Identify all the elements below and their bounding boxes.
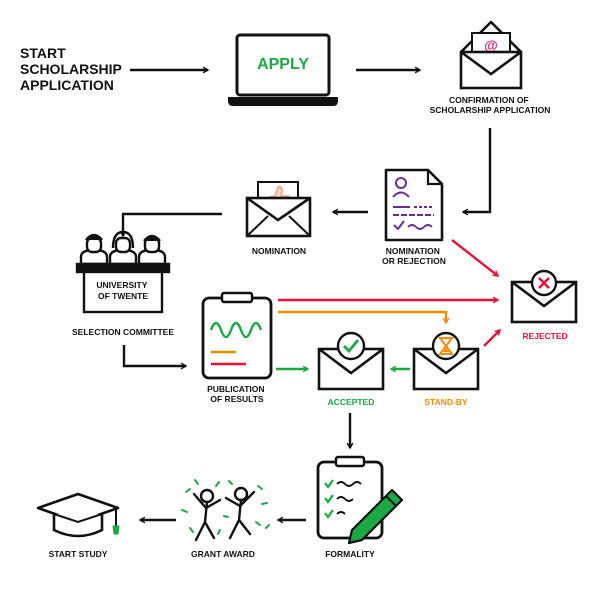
committee-sign: UNIVERSITY OF TWENTE [96, 280, 149, 301]
arrow-standby-to-rejected [483, 330, 500, 347]
nomination-or-rejection-label: NOMINATION OR REJECTION [382, 246, 446, 266]
start-label-line-1: START [20, 45, 66, 61]
accepted-envelope-icon [317, 331, 385, 391]
publication-label: PUBLICATION OF RESULTS [207, 384, 267, 404]
committee-icon [75, 230, 171, 314]
grant-award-label: GRANT AWARD [191, 549, 255, 559]
rejected-envelope-icon [510, 269, 578, 324]
laptop-icon: APPLY [228, 33, 338, 106]
selection-committee-label: SELECTION COMMITTEE [72, 327, 174, 337]
nomination-or-rejection-line-1: NOMINATION [386, 246, 440, 256]
start-label-line-3: APPLICATION [20, 77, 114, 93]
arrow-nomination-to-committee [123, 212, 222, 236]
arrow-publication-to-standby [278, 310, 446, 323]
graduation-cap-icon [36, 492, 120, 538]
confirmation-label-line-1: CONFIRMATION OF [449, 95, 529, 105]
publication-label-line-1: PUBLICATION [207, 384, 264, 394]
apply-label: APPLY [257, 56, 309, 73]
start-label: START SCHOLARSHIP APPLICATION [20, 45, 126, 93]
document-icon [384, 168, 444, 242]
rejected-label: REJECTED [522, 331, 567, 341]
confirmation-label: CONFIRMATION OF SCHOLARSHIP APPLICATION [430, 95, 551, 115]
confirmation-label-line-2: SCHOLARSHIP APPLICATION [430, 105, 551, 115]
at-sign-icon: @ [484, 37, 498, 53]
connectors [123, 70, 500, 520]
arrow-committee-to-publication [122, 345, 186, 366]
start-label-line-2: SCHOLARSHIP [20, 61, 122, 77]
committee-sign-line-1: UNIVERSITY [96, 280, 147, 290]
standby-envelope-icon [412, 331, 480, 391]
nomination-label: NOMINATION [252, 246, 306, 256]
celebration-icon [181, 479, 270, 542]
arrow-confirmation-to-nomination-or-rejection [463, 128, 492, 212]
publication-label-line-2: OF RESULTS [210, 394, 264, 404]
nomination-or-rejection-line-2: OR REJECTION [382, 256, 446, 266]
arrow-nomination-or-rejection-to-rejected [451, 239, 498, 277]
committee-sign-line-2: OF TWENTE [98, 291, 148, 301]
thumbs-up-envelope-icon [245, 181, 312, 238]
start-study-label: START STUDY [49, 549, 108, 559]
clipboard-icon [201, 291, 273, 380]
formality-label: FORMALITY [325, 549, 375, 559]
email-envelope-icon: @ [459, 20, 523, 90]
accepted-label: ACCEPTED [328, 397, 375, 407]
formality-clipboard-icon [316, 455, 404, 545]
stand-by-label: STAND-BY [424, 397, 468, 407]
